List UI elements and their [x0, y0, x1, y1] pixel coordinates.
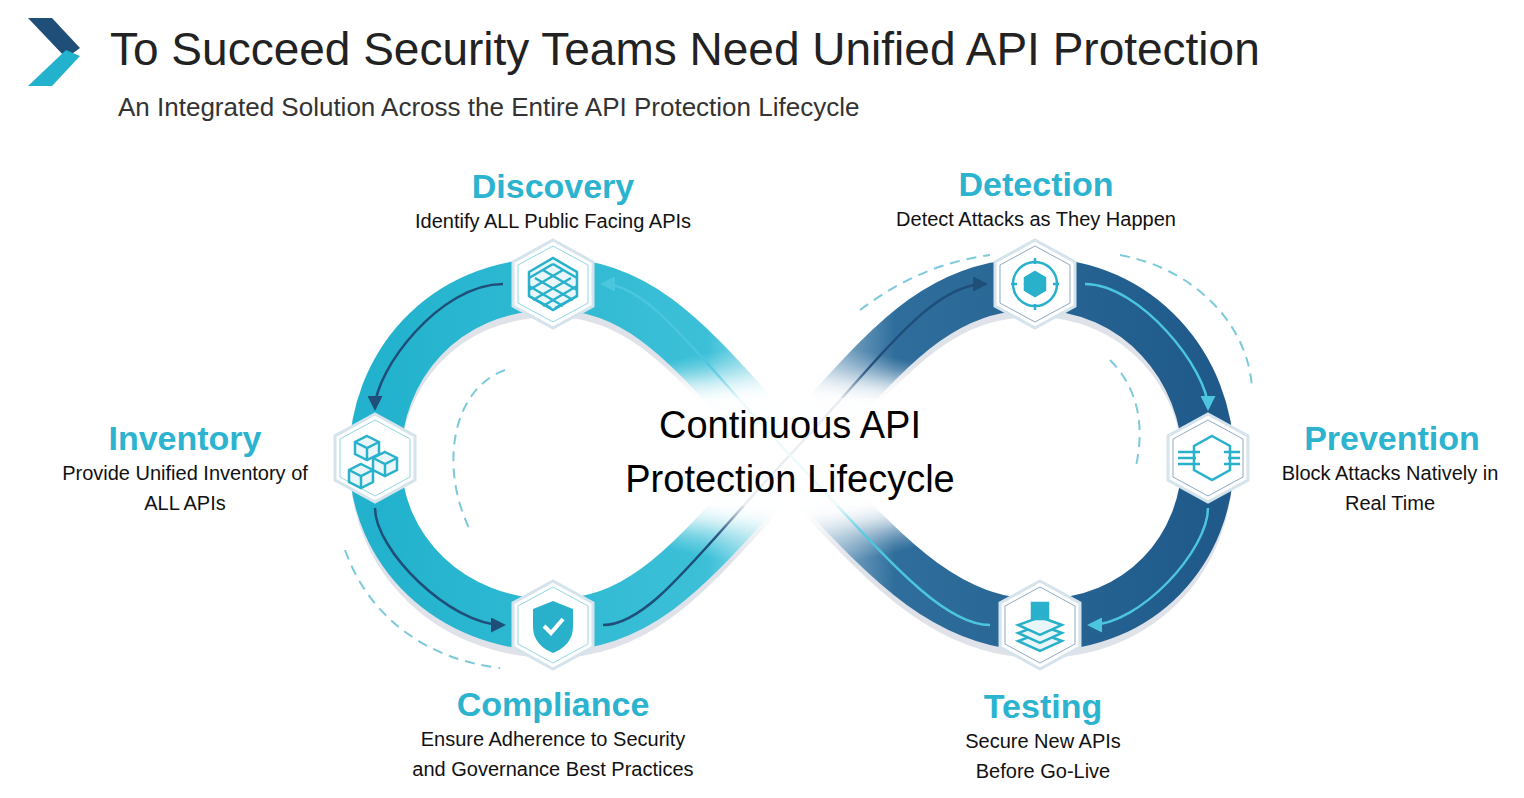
stage-description: Secure New APIs Before Go-Live	[953, 726, 1133, 786]
hexagon-icon	[998, 579, 1082, 671]
hexagon-icon-node: ComplianceEnsure Adherence to Security a…	[511, 579, 595, 671]
slide-title: To Succeed Security Teams Need Unified A…	[110, 22, 1260, 76]
stage-heading: Inventory	[55, 418, 315, 459]
hexagon-icon-node: DiscoveryIdentify ALL Public Facing APIs	[511, 238, 595, 330]
lifecycle-arrow	[375, 284, 503, 408]
stage-description: Block Attacks Natively in Real Time	[1278, 458, 1503, 518]
stage-heading: Prevention	[1262, 418, 1522, 459]
logo	[28, 18, 80, 86]
lifecycle-arrow	[375, 508, 503, 625]
hexagon-icon	[511, 579, 595, 671]
hexagon-icon	[993, 238, 1077, 330]
lifecycle-arrow	[1085, 284, 1208, 408]
hexagon-icon-node: TestingSecure New APIs Before Go-Live	[998, 579, 1082, 671]
hexagon-icon	[1166, 412, 1250, 504]
stage-heading: Discovery	[373, 166, 733, 207]
hexagon-icon	[511, 238, 595, 330]
stage-description: Detect Attacks as They Happen	[856, 204, 1216, 234]
stage-heading: Detection	[856, 164, 1216, 205]
slide-subtitle: An Integrated Solution Across the Entire…	[118, 92, 859, 123]
stage-heading: Testing	[913, 686, 1173, 727]
lifecycle-arrow	[1090, 508, 1208, 625]
hexagon-icon-node: InventoryProvide Unified Inventory of AL…	[333, 412, 417, 504]
stage-description: Ensure Adherence to Security and Governa…	[403, 724, 703, 784]
hexagon-icon-node: PreventionBlock Attacks Natively in Real…	[1166, 412, 1250, 504]
stage-description: Identify ALL Public Facing APIs	[373, 206, 733, 236]
center-label: Continuous API Protection Lifecycle	[600, 398, 980, 506]
stage-heading: Compliance	[403, 684, 703, 725]
stage-description: Provide Unified Inventory of ALL APIs	[58, 458, 313, 518]
hexagon-icon	[333, 412, 417, 504]
hexagon-icon-node: DetectionDetect Attacks as They Happen	[993, 238, 1077, 330]
